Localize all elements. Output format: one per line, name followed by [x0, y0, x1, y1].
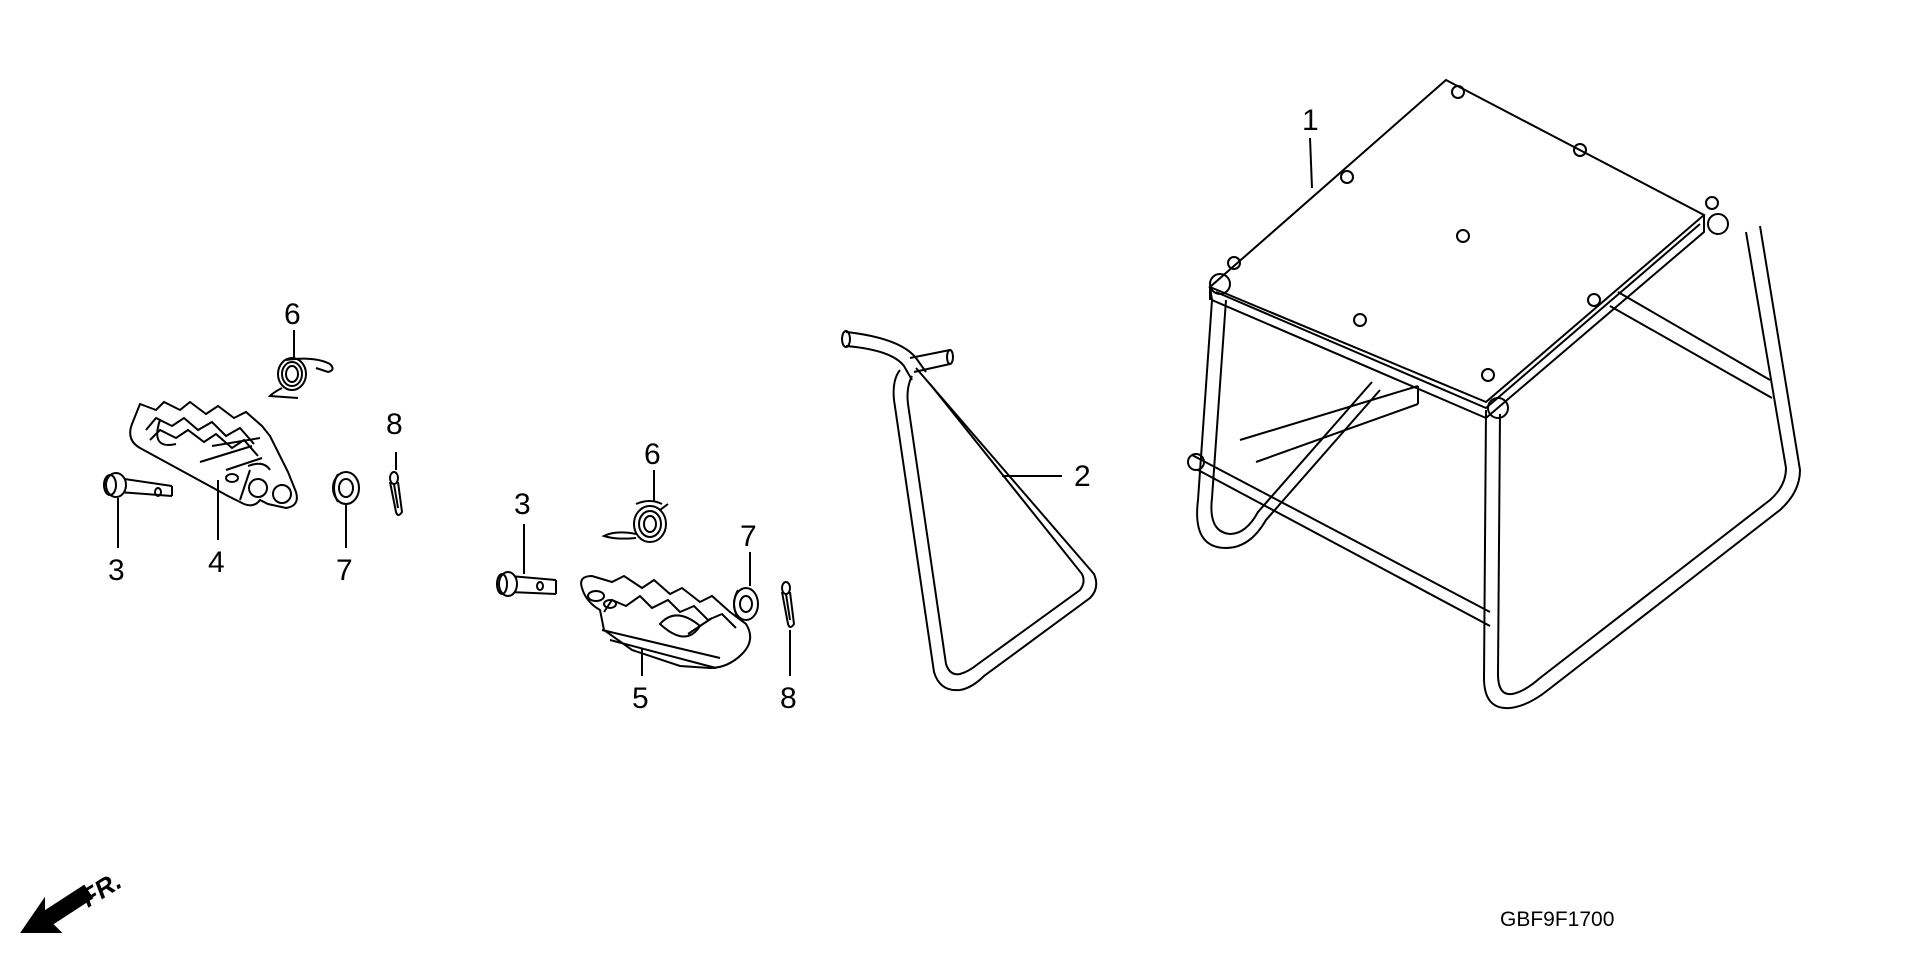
callout-3-left: 3	[108, 554, 125, 587]
diagram-code: GBF9F1700	[1500, 908, 1614, 931]
callout-6-left: 6	[284, 298, 301, 331]
callout-7-left: 7	[336, 554, 353, 587]
callout-8-right: 8	[780, 682, 797, 715]
callout-4: 4	[208, 546, 225, 579]
callout-3-right: 3	[514, 488, 531, 521]
front-arrow-icon	[20, 884, 94, 933]
leader-lines	[117, 137, 1313, 676]
callout-7-right: 7	[740, 520, 757, 553]
cotter-pin-right[interactable]	[782, 582, 794, 627]
callout-2: 2	[1074, 460, 1091, 493]
callout-1: 1	[1302, 104, 1319, 137]
stand-box[interactable]	[1188, 80, 1800, 708]
callout-5: 5	[632, 682, 649, 715]
callout-8-left: 8	[386, 408, 403, 441]
spring-right[interactable]	[604, 501, 668, 542]
front-label: FR.	[75, 865, 126, 913]
callout-numbers: 1 2 3 3 4 5 6 6 7 7 8 8	[108, 104, 1319, 715]
washer-right[interactable]	[734, 588, 758, 620]
cotter-pin-left[interactable]	[390, 472, 402, 515]
pin-left[interactable]	[104, 473, 172, 497]
side-stand[interactable]	[842, 331, 1096, 690]
callout-6-right: 6	[644, 438, 661, 471]
washer-left[interactable]	[333, 472, 359, 504]
spring-left[interactable]	[270, 358, 333, 398]
step-right[interactable]	[581, 576, 750, 668]
front-direction-indicator: FR.	[20, 865, 127, 933]
pin-right[interactable]	[497, 572, 556, 596]
step-left[interactable]	[130, 402, 297, 508]
